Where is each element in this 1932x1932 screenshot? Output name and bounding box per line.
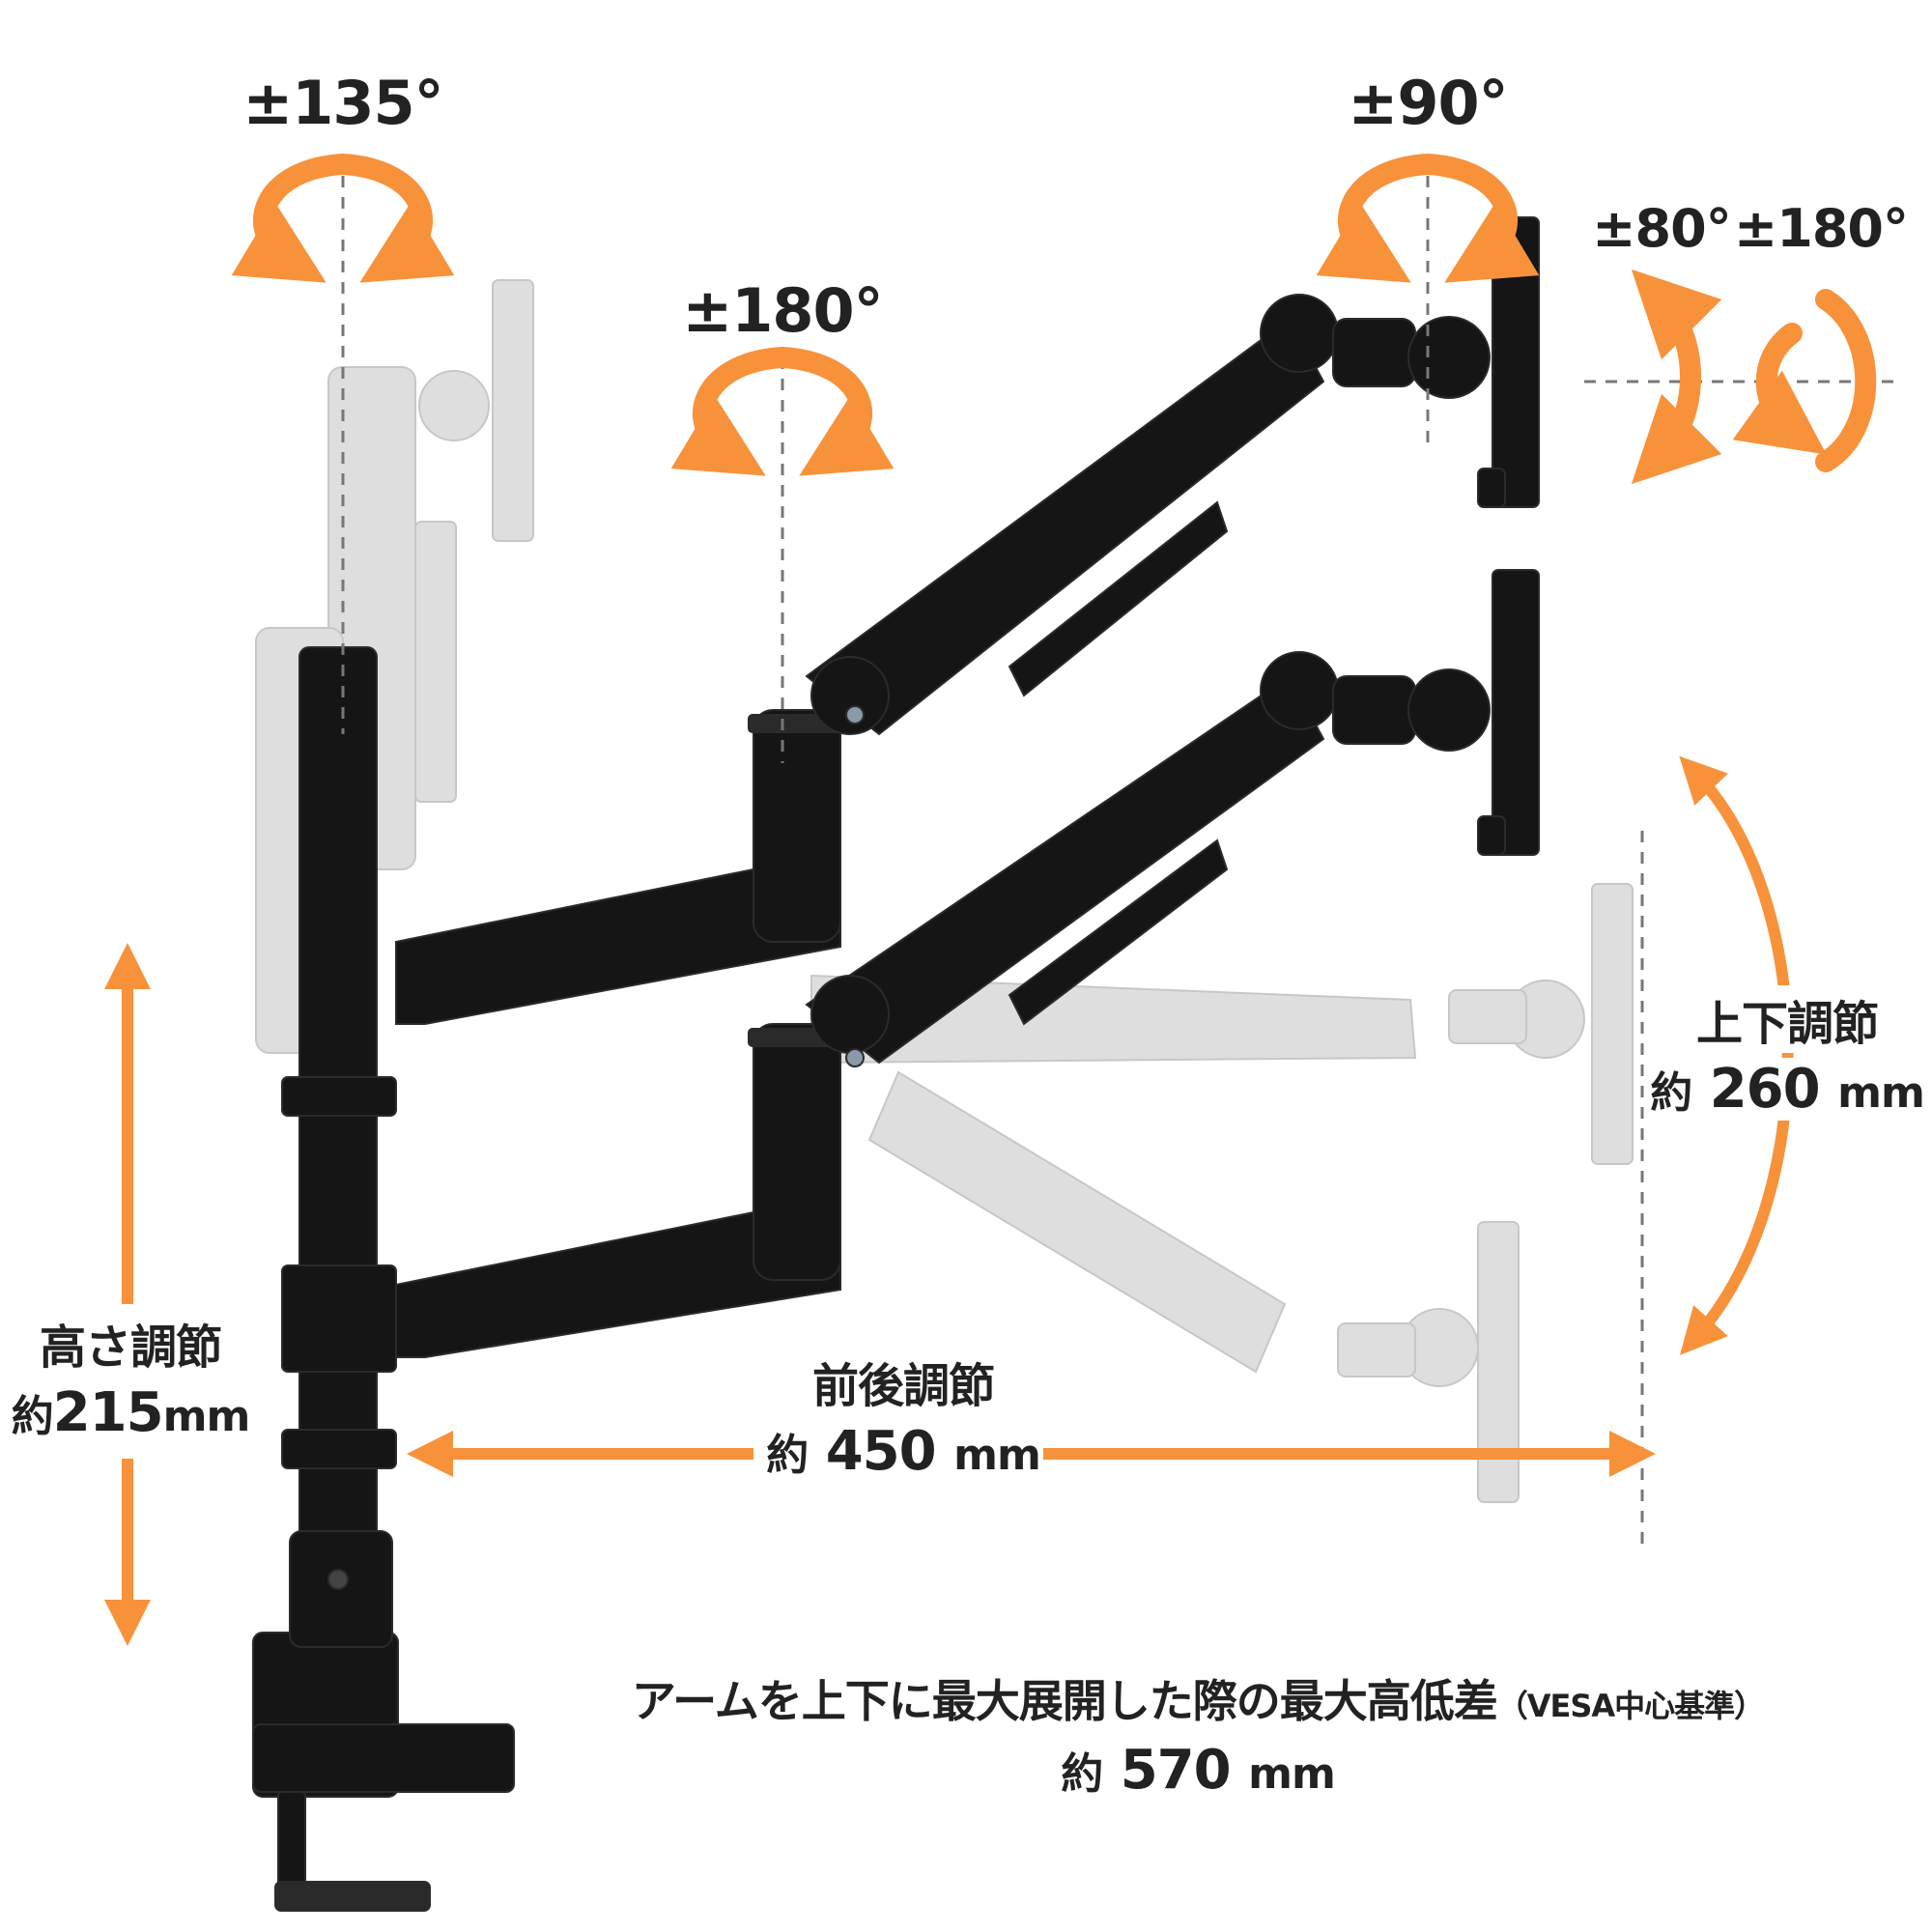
swivel-90-label: ±90°	[1348, 68, 1508, 138]
upper-arm-diagonal	[805, 317, 1325, 736]
rotation-arrows	[231, 153, 1877, 485]
vertical-adjust-value: 約 260 mm	[1644, 1058, 1930, 1121]
ghost-lower-arm-2	[867, 1070, 1287, 1374]
monitor-arm	[252, 216, 1540, 1912]
swivel-arrow-135	[231, 153, 455, 283]
swivel-arrow-90	[1316, 153, 1540, 283]
lower-tilt-head	[1332, 675, 1416, 745]
upper-vesa-knob	[1407, 316, 1491, 399]
lower-monitor	[1492, 569, 1540, 856]
ghost-upright-monitor	[492, 279, 534, 542]
lower-joint	[753, 1023, 841, 1281]
max-height-diff-title: アームを上下に最大展開した際の最大高低差（VESA中心基準）	[631, 1675, 1765, 1727]
ghost-monitor-mid	[1591, 883, 1634, 1165]
ghost-monitor-low	[1477, 1221, 1520, 1503]
depth-adjust-value: 約 450 mm	[766, 1420, 1041, 1483]
clamp-foot	[274, 1881, 431, 1912]
tilt-80-label: ±80°	[1592, 198, 1731, 259]
vertical-arrow	[1679, 755, 1794, 1355]
upper-monitor	[1492, 216, 1540, 508]
swivel-135-label: ±135°	[242, 68, 443, 138]
depth-adjust-title: 前後調節	[811, 1359, 995, 1413]
ghost-upright-monitor-2	[414, 521, 457, 803]
rotate-arrow-180	[1767, 289, 1877, 462]
max-height-diff-value: 約 570 mm	[1061, 1739, 1336, 1802]
swivel-arrow-180	[670, 346, 895, 476]
pole	[298, 646, 378, 1643]
height-adjust-value: 約215mm	[11, 1381, 251, 1444]
rotate-180-label: ±180°	[1734, 198, 1909, 259]
upper-joint	[753, 709, 841, 943]
upper-tilt-head	[1332, 318, 1416, 387]
tilt-arrow-80	[1631, 269, 1722, 485]
height-adjust-title: 高さ調節	[39, 1321, 222, 1375]
lower-vesa-knob	[1407, 668, 1491, 752]
vertical-adjust-title: 上下調節	[1690, 985, 1885, 1053]
swivel-180-label: ±180°	[682, 275, 883, 346]
clamp-plate	[252, 1723, 515, 1793]
